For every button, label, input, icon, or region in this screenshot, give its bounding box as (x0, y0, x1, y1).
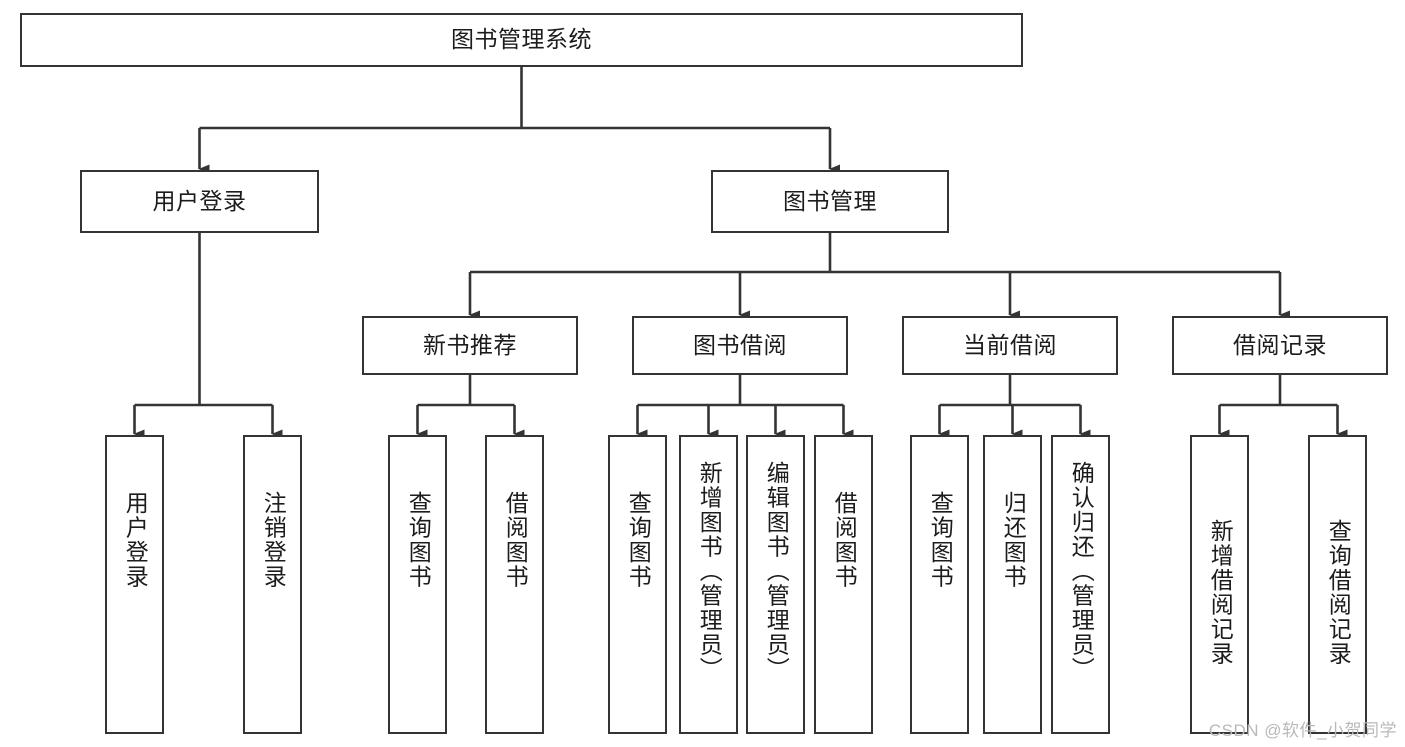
node-borrow-record[interactable]: 借阅记录 (1172, 316, 1388, 375)
node-root[interactable]: 图书管理系统 (20, 13, 1023, 67)
node-current-borrow[interactable]: 当前借阅 (902, 316, 1118, 375)
node-label: 新增借阅记录 (1207, 519, 1234, 666)
node-leaf-confirm[interactable]: 确认归还（管理员） (1051, 435, 1110, 734)
node-label: 新书推荐 (423, 331, 517, 358)
node-leaf-query-3[interactable]: 查询图书 (910, 435, 969, 734)
node-leaf-user-login[interactable]: 用户登录 (105, 435, 164, 734)
node-leaf-query-2[interactable]: 查询图书 (608, 435, 667, 734)
node-label: 注销登录 (260, 491, 287, 589)
node-label: 图书管理 (783, 187, 877, 214)
node-label: 查询图书 (927, 491, 954, 589)
node-leaf-add-book[interactable]: 新增图书（管理员） (679, 435, 738, 734)
node-leaf-query-1[interactable]: 查询图书 (388, 435, 447, 734)
node-label: 查询图书 (405, 491, 432, 589)
node-new-book-rec[interactable]: 新书推荐 (362, 316, 578, 375)
node-label: 新增图书（管理员） (696, 461, 723, 682)
node-book-borrow[interactable]: 图书借阅 (632, 316, 848, 375)
node-label: 用户登录 (152, 187, 247, 214)
node-leaf-borrow-1[interactable]: 借阅图书 (485, 435, 544, 734)
node-leaf-edit-book[interactable]: 编辑图书（管理员） (746, 435, 805, 734)
node-label: 借阅图书 (831, 491, 858, 589)
node-label: 当前借阅 (963, 331, 1057, 358)
node-label: 归还图书 (1000, 491, 1027, 589)
node-label: 借阅记录 (1233, 331, 1327, 358)
node-label: 图书管理系统 (451, 26, 592, 53)
node-label: 查询图书 (625, 491, 652, 589)
node-leaf-return[interactable]: 归还图书 (983, 435, 1042, 734)
node-leaf-query-rec[interactable]: 查询借阅记录 (1308, 435, 1367, 734)
node-label: 图书借阅 (693, 331, 787, 358)
node-leaf-borrow-2[interactable]: 借阅图书 (814, 435, 873, 734)
node-label: 用户登录 (122, 491, 149, 589)
node-label: 借阅图书 (502, 491, 529, 589)
node-leaf-add-rec[interactable]: 新增借阅记录 (1190, 435, 1249, 734)
node-label: 编辑图书（管理员） (763, 461, 790, 682)
node-label: 查询借阅记录 (1325, 519, 1352, 666)
node-leaf-logout[interactable]: 注销登录 (243, 435, 302, 734)
node-label: 确认归还（管理员） (1068, 461, 1095, 682)
node-user-login[interactable]: 用户登录 (80, 170, 319, 233)
csdn-watermark: CSDN @软件_小贺同学 (1208, 721, 1397, 740)
node-book-manage[interactable]: 图书管理 (711, 170, 949, 233)
